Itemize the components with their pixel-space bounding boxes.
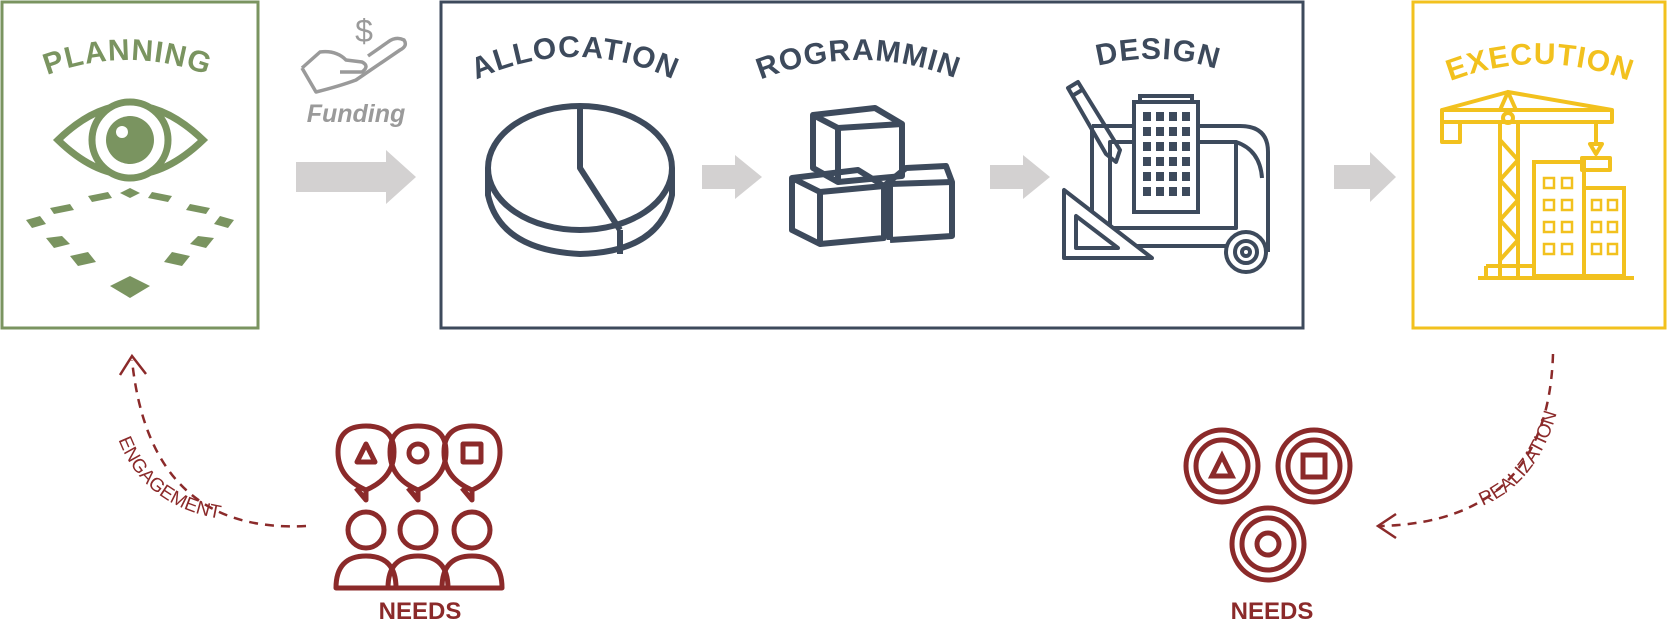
realization-flow: REALIZATION	[1375, 353, 1562, 540]
pie-chart-icon	[485, 103, 675, 257]
building-window	[1182, 172, 1190, 181]
realization-label: REALIZATION	[1476, 408, 1562, 510]
planning-stage: PLANNING	[0, 0, 260, 330]
needs-right-label: NEEDS	[1231, 598, 1314, 625]
building-window	[1143, 157, 1151, 166]
realization-arrow-head	[1375, 512, 1397, 540]
tower-icon	[1478, 160, 1634, 280]
tower-window	[1606, 220, 1619, 234]
allocation-label: ALLOCATION	[466, 31, 683, 86]
building-window	[1156, 127, 1164, 136]
funding-hand-icon	[300, 36, 408, 94]
tower-window	[1542, 198, 1556, 212]
tower-window	[1590, 198, 1603, 212]
building-window	[1182, 127, 1190, 136]
execution-frame	[1411, 0, 1667, 330]
building-window	[1156, 142, 1164, 151]
flow-arrow-1	[296, 150, 416, 204]
building-window	[1182, 112, 1190, 121]
funding-label: Funding	[307, 100, 406, 128]
tower-window	[1606, 242, 1619, 256]
dollar-icon: $	[355, 13, 373, 49]
tower-window	[1560, 176, 1574, 190]
svg-text:EXECUTION: EXECUTION	[1442, 38, 1638, 88]
tower-window	[1560, 220, 1574, 234]
planning-label: PLANNING	[39, 34, 215, 82]
eye-icon	[52, 98, 209, 182]
shapes-needs-icon	[1183, 427, 1353, 583]
building-window	[1169, 127, 1177, 136]
crane-icon	[1440, 90, 1614, 276]
tower-window	[1542, 220, 1556, 234]
cubes-icon	[789, 105, 955, 247]
building-window	[1169, 172, 1177, 181]
building-window	[1143, 112, 1151, 121]
building-window	[1182, 187, 1190, 196]
needs-left-label: NEEDS	[379, 598, 462, 625]
svg-text:ENGAGEMENT: ENGAGEMENT	[114, 433, 223, 523]
building-window	[1143, 172, 1151, 181]
tower-window	[1590, 242, 1603, 256]
svg-text:PLANNING: PLANNING	[39, 34, 216, 82]
people-needs-icon	[333, 423, 505, 591]
tower-window	[1560, 198, 1574, 212]
svg-text:REALIZATION: REALIZATION	[1476, 408, 1562, 510]
building-window	[1169, 187, 1177, 196]
planning-grid-icon	[26, 188, 234, 298]
building-window	[1156, 187, 1164, 196]
svg-text:ALLOCATION: ALLOCATION	[466, 31, 684, 86]
flow-arrow-4	[1334, 152, 1396, 202]
tower-windows	[1542, 176, 1619, 256]
tower-window	[1590, 220, 1603, 234]
process-frame	[439, 0, 1305, 330]
building-window	[1182, 157, 1190, 166]
set-square-icon	[1062, 188, 1154, 260]
pencil-icon	[1066, 80, 1122, 164]
tower-window	[1606, 198, 1619, 212]
building-window	[1169, 112, 1177, 121]
building-windows	[1143, 112, 1190, 196]
realization-arrow	[1379, 353, 1555, 528]
engagement-arrow	[130, 359, 307, 528]
building-window	[1156, 112, 1164, 121]
svg-text:DESIGN: DESIGN	[1093, 33, 1224, 76]
building-window	[1143, 142, 1151, 151]
building-window	[1143, 127, 1151, 136]
funding-indicator: $ Funding	[300, 13, 408, 128]
execution-stage: EXECUTION	[1411, 0, 1667, 330]
building-window	[1156, 172, 1164, 181]
building-window	[1182, 142, 1190, 151]
flow-arrow-3	[990, 155, 1050, 199]
building-window	[1169, 142, 1177, 151]
design-label: DESIGN	[1093, 33, 1223, 76]
tower-window	[1542, 176, 1556, 190]
building-window	[1143, 187, 1151, 196]
tower-window	[1560, 242, 1574, 256]
building-window	[1156, 157, 1164, 166]
engagement-arrow-head	[118, 353, 147, 376]
tower-window	[1542, 242, 1556, 256]
flow-arrow-2	[702, 155, 762, 199]
execution-label: EXECUTION	[1442, 38, 1637, 88]
engagement-flow: ENGAGEMENT	[114, 353, 307, 528]
building-window	[1169, 157, 1177, 166]
engagement-label: ENGAGEMENT	[114, 433, 223, 523]
planning-frame	[0, 0, 260, 330]
